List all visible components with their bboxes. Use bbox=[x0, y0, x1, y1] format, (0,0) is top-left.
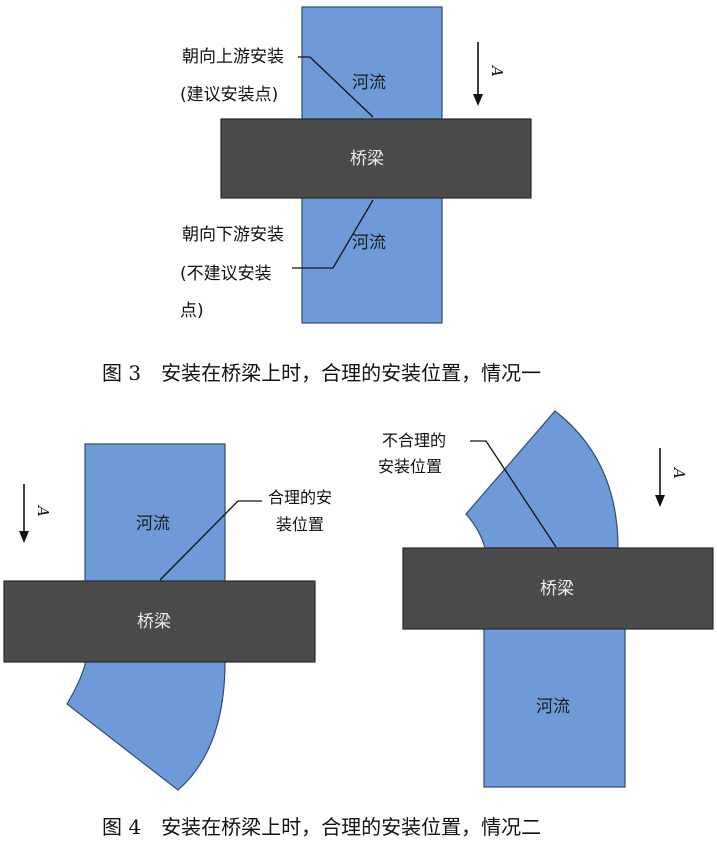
fig3-flow-label: A bbox=[488, 64, 506, 77]
fig4l-flow-arrowhead bbox=[19, 531, 29, 543]
fig3-upstream-text-2: (建议安装点) bbox=[180, 85, 278, 105]
fig4r-bridge-label: 桥梁 bbox=[540, 579, 574, 599]
fig4r-river-label: 河流 bbox=[536, 697, 570, 717]
fig4l-bridge bbox=[3, 580, 316, 663]
fig4r-callout-leader bbox=[470, 440, 557, 548]
fig4l-river-label: 河流 bbox=[136, 514, 170, 534]
fig3-flow-arrowhead bbox=[473, 94, 483, 106]
fig4l-callout-leader bbox=[159, 500, 262, 581]
fig3-upstream-text-1: 朝向上游安装 bbox=[182, 47, 284, 67]
figure-4-left: 河流 桥梁 合理的安 装位置 A bbox=[3, 443, 332, 791]
fig4r-flow-arrowhead bbox=[655, 495, 665, 507]
fig4l-callout-text-2: 装位置 bbox=[276, 515, 324, 534]
fig4l-callout-text-1: 合理的安 bbox=[268, 488, 332, 507]
fig4r-flow-label: A bbox=[670, 466, 688, 479]
fig4l-bridge-label: 桥梁 bbox=[137, 612, 171, 632]
fig3-bridge bbox=[220, 118, 532, 199]
fig3-bridge-label: 桥梁 bbox=[350, 149, 384, 169]
fig4r-callout-text-2: 安装位置 bbox=[378, 457, 442, 476]
fig4r-river-upper bbox=[465, 410, 619, 549]
fig3-river-bottom-label: 河流 bbox=[352, 233, 386, 253]
fig3-downstream-leader bbox=[292, 199, 374, 269]
fig3-downstream-text-2: (不建议安装 bbox=[180, 264, 272, 284]
fig3-upstream-leader bbox=[298, 56, 374, 118]
fig3-river-top-label: 河流 bbox=[352, 73, 386, 93]
figure-4-right: 桥梁 河流 不合理的 安装位置 A bbox=[378, 410, 714, 788]
fig3-downstream-text-1: 朝向下游安装 bbox=[182, 225, 284, 245]
fig4r-callout-text-1: 不合理的 bbox=[382, 431, 446, 450]
fig4r-bridge bbox=[402, 547, 714, 630]
figure-3: 河流 桥梁 河流 朝向上游安装 (建议安装点) 朝向下游安装 (不建议安装 点)… bbox=[102, 6, 541, 385]
fig3-downstream-text-3: 点) bbox=[180, 301, 204, 321]
fig4l-flow-label: A bbox=[34, 504, 52, 517]
fig3-caption: 图 3 安装在桥梁上时，合理的安装位置，情况一 bbox=[102, 361, 541, 385]
fig4-caption: 图 4 安装在桥梁上时，合理的安装位置，情况二 bbox=[102, 815, 541, 839]
